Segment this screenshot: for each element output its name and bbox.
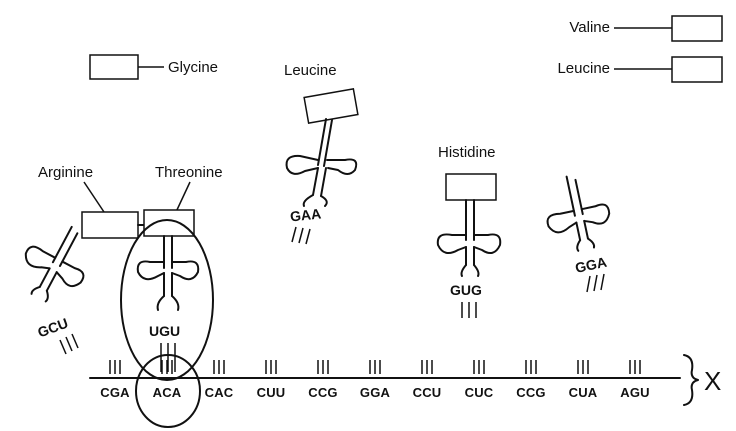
codon-label: CUU — [257, 385, 286, 400]
codon-label: CCG — [516, 385, 546, 400]
codon-9: CCG — [516, 360, 546, 400]
glycine-amino-acid: Glycine — [89, 54, 218, 80]
leucine-box — [303, 87, 359, 125]
trna-gcu — [24, 225, 85, 303]
x-bracket — [683, 354, 699, 406]
codon-label: CGA — [100, 385, 130, 400]
x-label: X — [704, 366, 721, 396]
histidine-anticodon: GUG — [450, 282, 482, 298]
codon-8: CUC — [465, 360, 494, 400]
legend-valine-label: Valine — [569, 19, 610, 36]
leucine-anticodon: GAA — [289, 205, 322, 224]
histidine-label: Histidine — [438, 144, 496, 161]
leucine-label: Leucine — [284, 62, 337, 79]
codon-label: AGU — [620, 385, 650, 400]
ribosome-complex: Arginine Threonine UGU — [38, 164, 223, 428]
codon-5: CCG — [308, 360, 338, 400]
threonine-box — [143, 209, 195, 237]
legend-leucine-label: Leucine — [557, 60, 610, 77]
threonine-anticodon: UGU — [149, 323, 180, 339]
histidine-box — [445, 173, 497, 201]
trna-leucine: Leucine GAA — [284, 62, 359, 245]
codon-2: ACA — [153, 360, 182, 400]
glycine-box — [89, 54, 139, 80]
codon-label: CCG — [308, 385, 338, 400]
codon-label: ACA — [153, 385, 182, 400]
mrna-strand: CGA ACA CAC CUU CCG GGA CCU CUC CCG CUA AGU X — [89, 354, 721, 406]
codon-7: CCU — [413, 360, 442, 400]
legend-leucine: Leucine — [557, 56, 723, 83]
glycine-label: Glycine — [168, 59, 218, 76]
codon-10: CUA — [569, 360, 598, 400]
codon-label: GGA — [360, 385, 391, 400]
codon-label: CAC — [205, 385, 234, 400]
ribosome-oval — [120, 219, 214, 381]
trna-histidine: Histidine GUG — [436, 144, 502, 318]
codon-4: CUU — [257, 360, 286, 400]
gga-anticodon: GGA — [574, 254, 609, 276]
valine-box — [671, 15, 723, 42]
codon-label: CCU — [413, 385, 442, 400]
codon-label: CUA — [569, 385, 598, 400]
codon-label: CUC — [465, 385, 494, 400]
trna-gga — [546, 175, 611, 252]
codon-1: CGA — [100, 360, 130, 400]
arginine-label: Arginine — [38, 164, 93, 181]
gcu-anticodon: GCU — [35, 315, 70, 341]
threonine-label: Threonine — [155, 164, 223, 181]
legend-valine: Valine — [569, 15, 723, 42]
codon-layer: CGA ACA CAC CUU CCG GGA CCU CUC CCG CUA AGU — [100, 360, 650, 400]
arginine-box — [81, 211, 139, 239]
leucine-legend-box — [671, 56, 723, 83]
codon-11: AGU — [620, 360, 650, 400]
codon-6: GGA — [360, 360, 391, 400]
codon-3: CAC — [205, 360, 234, 400]
